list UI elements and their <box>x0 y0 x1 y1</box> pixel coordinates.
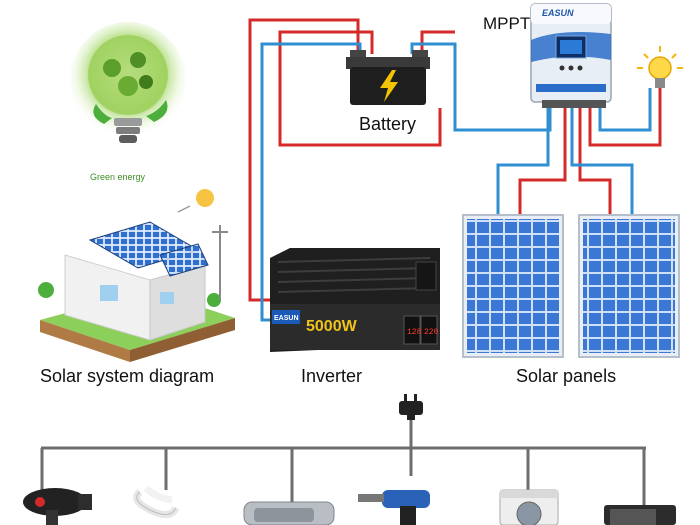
battery-to-inverter-blue <box>260 42 362 322</box>
solar-panel-left <box>462 214 564 358</box>
solar-panels-label: Solar panels <box>516 366 617 386</box>
inverter-brand: EASUN <box>274 315 299 322</box>
washing-machine-icon <box>499 489 559 525</box>
mppt-controller: EASUN <box>530 3 612 108</box>
mppt-to-panel2-blue <box>570 108 634 215</box>
mppt-label: MPPT <box>483 14 531 33</box>
microwave-icon <box>604 505 676 525</box>
battery-loop-red <box>278 30 442 147</box>
inverter-label: Inverter <box>301 366 363 386</box>
solar-system-label: Solar system diagram <box>40 366 215 386</box>
solar-panel-right <box>578 214 680 358</box>
negative-wires <box>260 42 652 322</box>
battery <box>346 50 430 105</box>
cfl-bulb-icon <box>133 485 180 518</box>
mppt-to-panel1-blue <box>496 108 550 215</box>
drill-icon <box>358 490 430 525</box>
lightbulb-icon <box>637 46 683 88</box>
inverter-display-right: 220 <box>424 328 439 337</box>
mppt-to-load-red <box>588 88 662 147</box>
battery-to-mppt-blue <box>410 42 552 132</box>
inverter-power: 5000W <box>306 318 358 335</box>
mppt-to-panel2-red <box>578 100 612 215</box>
green-energy-bulb-icon <box>70 22 186 143</box>
battery-to-mppt-red <box>420 30 455 54</box>
heater-icon <box>243 501 335 525</box>
hair-dryer-icon <box>23 488 92 525</box>
lightning-icon <box>380 70 398 102</box>
battery-label: Battery <box>359 114 417 134</box>
load-wires <box>40 420 646 505</box>
mppt-to-load-blue <box>598 88 652 132</box>
mppt-to-panel1-red <box>518 100 567 215</box>
house-illustration <box>38 189 235 362</box>
mppt-brand: EASUN <box>542 8 574 18</box>
green-energy-label: Green energy <box>90 172 146 182</box>
inverter: EASUN 5000W 128 220 <box>270 248 440 352</box>
positive-wires <box>248 18 662 302</box>
inverter-display-left: 128 <box>407 328 422 337</box>
plug-icon <box>399 394 423 420</box>
